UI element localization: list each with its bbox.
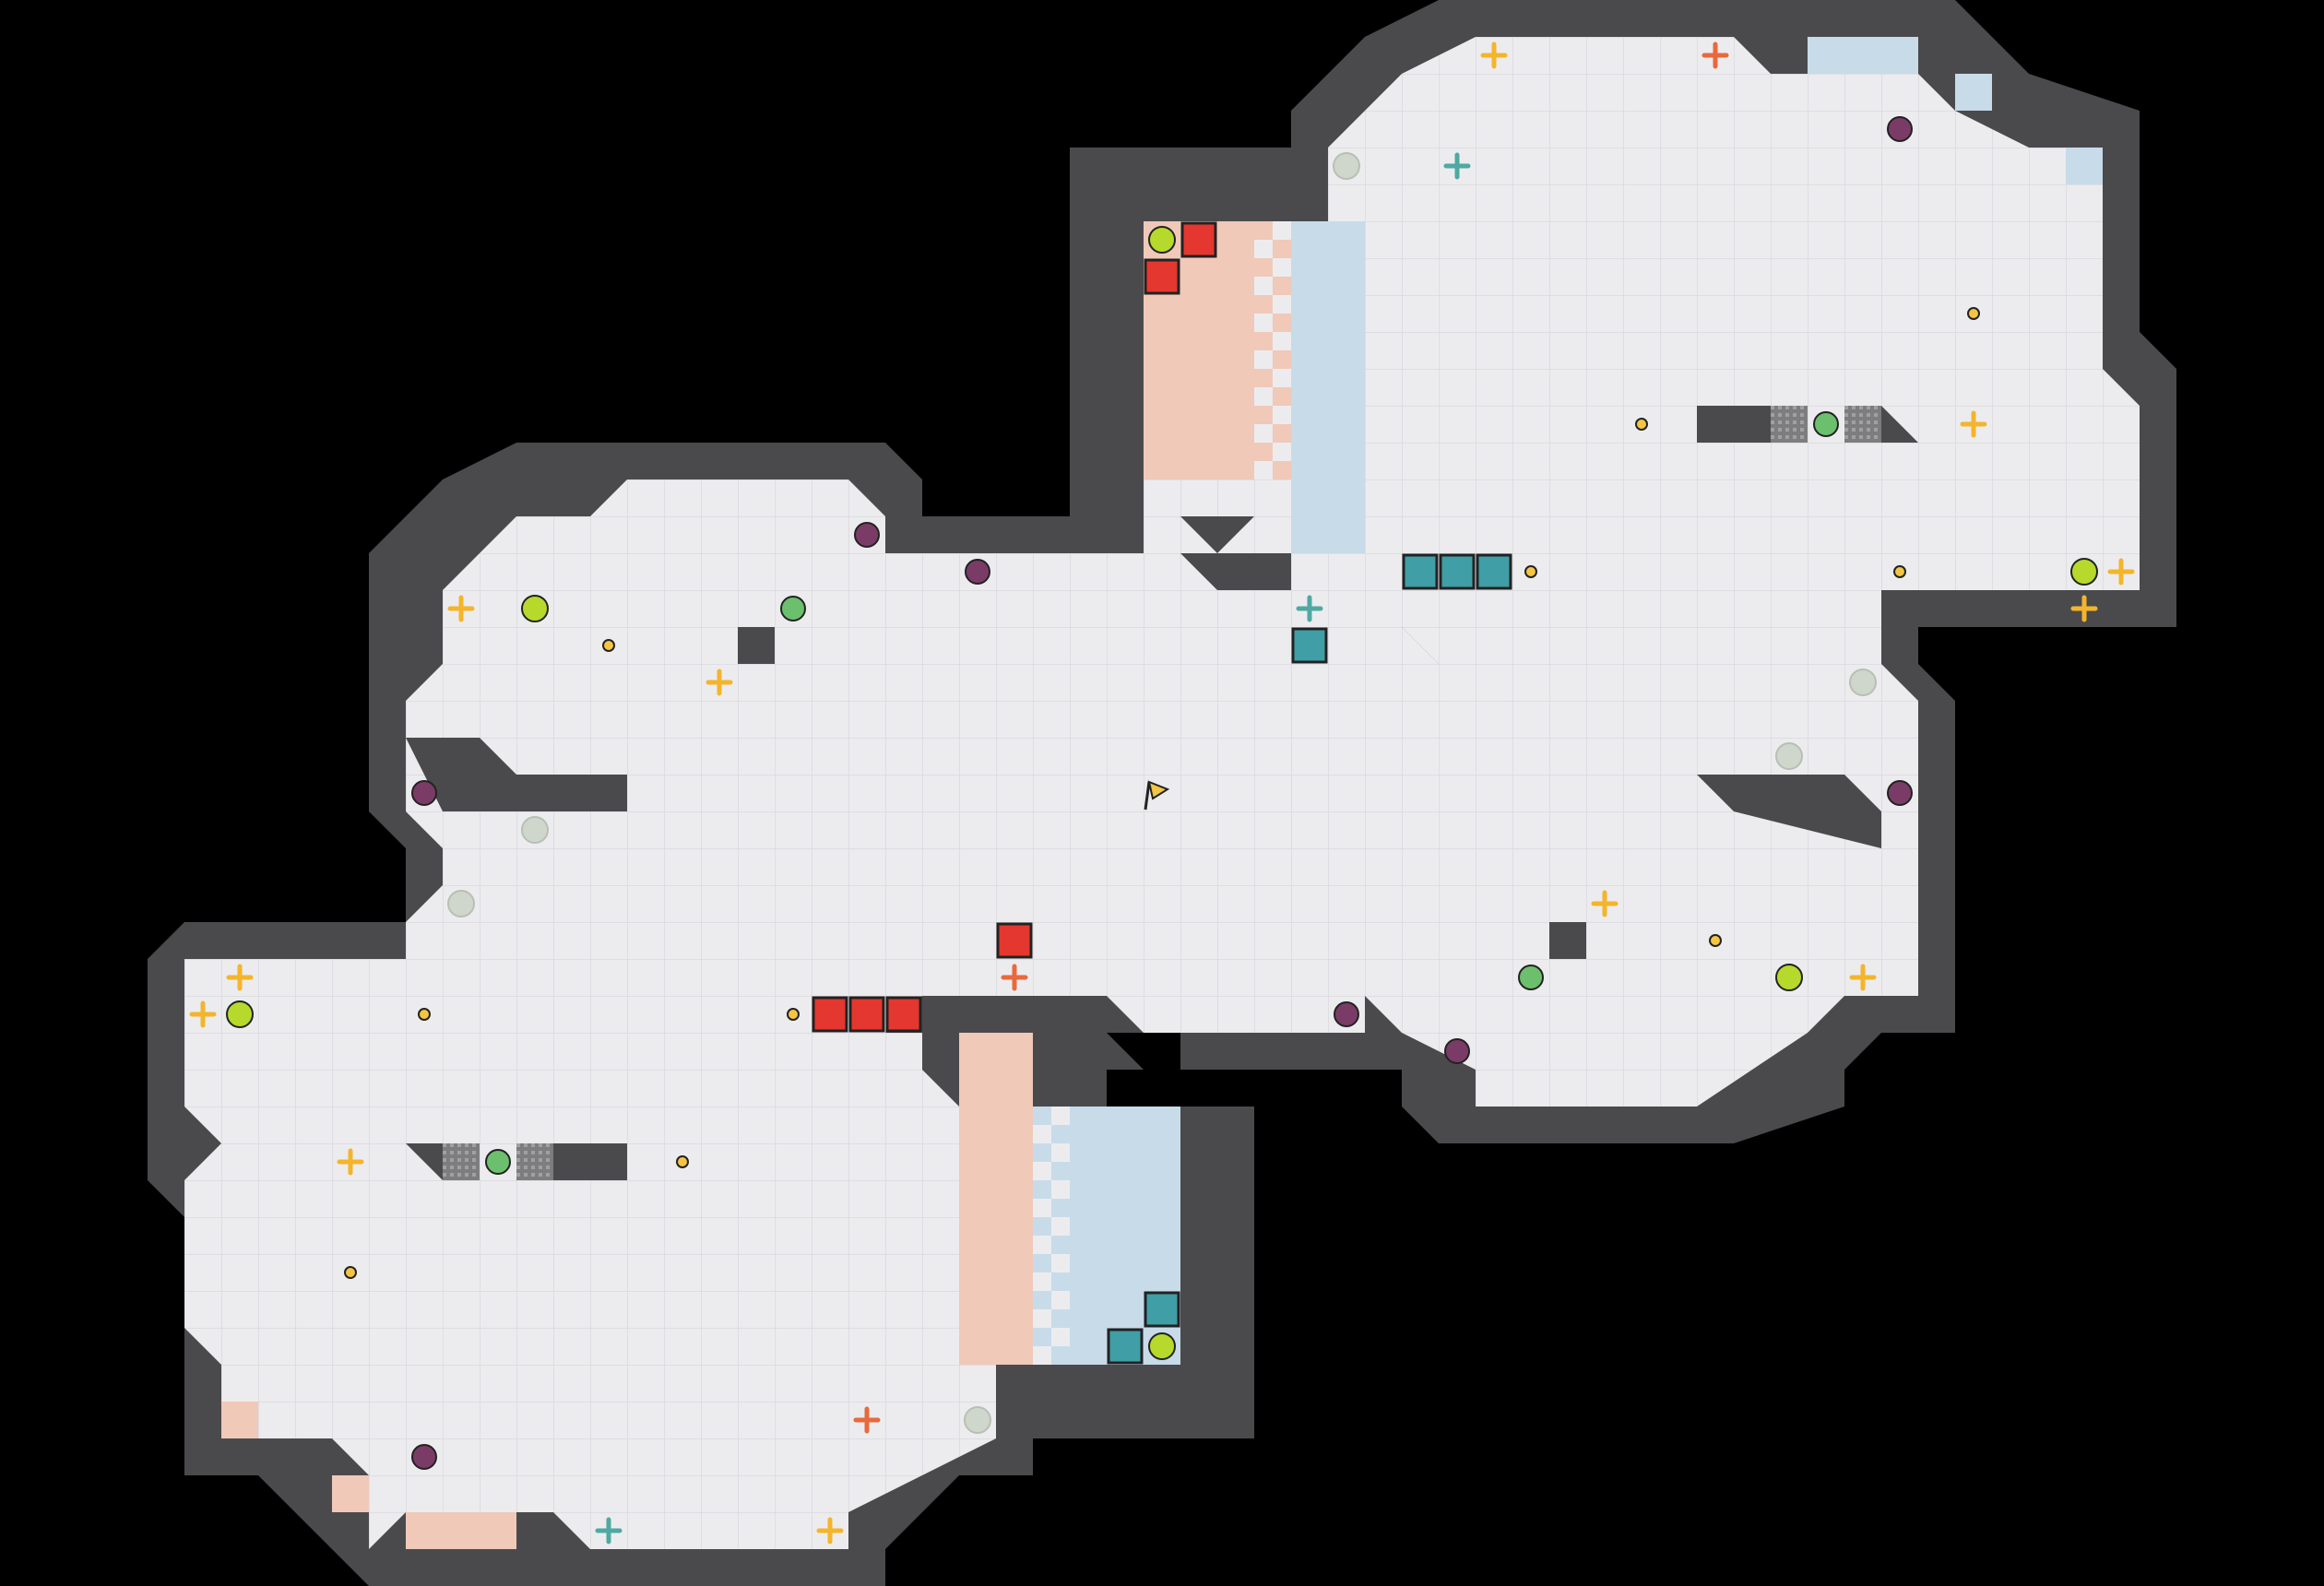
boost-icon <box>418 1008 431 1021</box>
blue-team-block-icon <box>1402 553 1439 590</box>
gate-icon <box>443 1143 480 1180</box>
powerup-icon <box>1775 964 1803 991</box>
spike-icon <box>964 1406 991 1434</box>
powerups <box>226 226 2098 1360</box>
bomb-icon <box>1887 116 1913 142</box>
spikes <box>447 152 1877 1434</box>
yellow-boost-icon <box>189 1000 217 1028</box>
blue-boost-icon <box>1296 595 1323 622</box>
blue-zone-ne <box>1291 37 2103 553</box>
boost-icon <box>1967 307 1980 320</box>
blue-team-block-icon <box>1107 1328 1144 1365</box>
red-team-block-icon <box>812 996 848 1033</box>
red-team-block-icon <box>848 996 885 1033</box>
yellow-boost-icon <box>447 595 475 622</box>
blue-team-block-icon <box>1439 553 1476 590</box>
red-team-block-icon <box>885 996 922 1033</box>
yellow-boost-icon <box>1591 890 1618 917</box>
team-blocks <box>812 221 1512 1365</box>
gate-icon <box>1844 406 1881 443</box>
red-zone-sw <box>221 1033 1033 1549</box>
bomb-icon <box>1887 780 1913 806</box>
floors <box>184 37 2140 1549</box>
yellow-boost-icon <box>1480 41 1508 69</box>
spike-icon <box>1333 152 1360 180</box>
blue-boosts <box>595 152 1471 1545</box>
blue-team-block-icon <box>1291 627 1328 664</box>
powerup-icon <box>1148 226 1176 254</box>
spike-icon <box>1775 742 1803 770</box>
red-boost-icon <box>853 1406 881 1434</box>
yellow-boost-icon <box>1960 410 1987 438</box>
powerup-icon <box>521 595 549 622</box>
yellow-boost-icon <box>816 1517 844 1545</box>
bomb-icon <box>411 1444 437 1470</box>
boost-icon <box>676 1155 689 1168</box>
portals <box>485 411 1839 1175</box>
spike-icon <box>1849 669 1877 696</box>
yellow-boost-icon <box>226 964 254 991</box>
boost-dots <box>344 307 1980 1279</box>
bomb-icon <box>1444 1038 1470 1064</box>
spike-icon <box>447 890 475 917</box>
yellow-boosts <box>189 41 2135 1545</box>
red-boost-icon <box>1702 41 1729 69</box>
bomb-icon <box>854 522 880 548</box>
red-boosts <box>853 41 1729 1434</box>
yellow-boost-icon <box>706 669 733 696</box>
boost-icon <box>1635 418 1648 431</box>
boost-icon <box>1524 565 1537 578</box>
portal-icon <box>485 1149 511 1175</box>
boost-icon <box>344 1266 357 1279</box>
bomb-icon <box>1334 1001 1359 1027</box>
portal-icon <box>780 596 806 621</box>
boost-icon <box>787 1008 800 1021</box>
north-east-room <box>1144 37 2140 1107</box>
bomb-icon <box>965 559 990 585</box>
powerup-icon <box>1148 1332 1176 1360</box>
yellow-boost-icon <box>337 1148 364 1176</box>
powerup-icon <box>226 1000 254 1028</box>
gates <box>443 406 1881 1180</box>
center-room <box>406 479 1439 1033</box>
red-team-block-icon <box>1180 221 1217 258</box>
yellow-boost-icon <box>2107 558 2135 586</box>
spike-icon <box>521 816 549 844</box>
blue-team-block-icon <box>1144 1291 1180 1328</box>
portal-icon <box>1518 965 1544 990</box>
blue-boost-icon <box>595 1517 622 1545</box>
powerup-icon <box>2070 558 2098 586</box>
blue-zone-sw <box>1033 1107 1180 1365</box>
neutral-flag-icon <box>1144 780 1170 811</box>
blue-team-block-icon <box>1476 553 1512 590</box>
gate-icon <box>1771 406 1808 443</box>
red-team-block-icon <box>996 922 1033 959</box>
boost-icon <box>1893 565 1906 578</box>
yellow-boost-icon <box>2070 595 2098 622</box>
bomb-icon <box>411 780 437 806</box>
bombs <box>411 116 1913 1470</box>
gate-icon <box>516 1143 553 1180</box>
red-team-block-icon <box>1144 258 1180 295</box>
boost-icon <box>1709 934 1722 947</box>
portal-icon <box>1813 411 1839 437</box>
inner-walls <box>406 406 1918 1180</box>
boost-icon <box>602 639 615 652</box>
south-west-room <box>184 959 1180 1549</box>
red-boost-icon <box>1001 964 1028 991</box>
blue-boost-icon <box>1443 152 1471 180</box>
yellow-boost-icon <box>1849 964 1877 991</box>
